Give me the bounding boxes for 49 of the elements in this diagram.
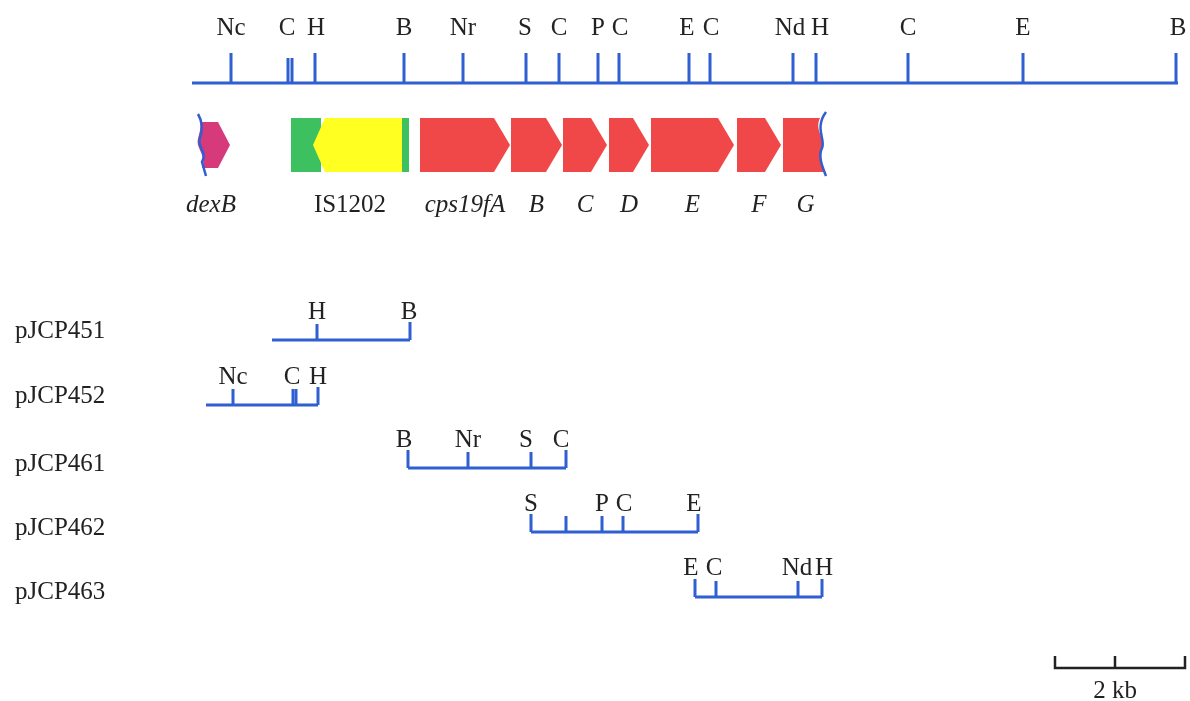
site-label: C <box>283 363 301 389</box>
site-label: B <box>400 298 418 324</box>
site-label: S <box>524 490 538 516</box>
gene-name: C <box>576 190 594 218</box>
gene-name: IS1202 <box>313 190 387 218</box>
site-label: S <box>519 426 533 452</box>
site-label: H <box>810 14 830 40</box>
site-label: Nc <box>216 14 246 40</box>
gene-name: G <box>796 190 815 218</box>
site-label: H <box>306 14 326 40</box>
site-label: C <box>615 490 633 516</box>
clone-name: pJCP463 <box>15 578 106 604</box>
scale-label: 2 kb <box>1093 677 1137 701</box>
site-label: S <box>518 14 532 40</box>
site-label: P <box>595 490 609 516</box>
site-label: C <box>899 14 917 40</box>
site-label: B <box>1169 14 1187 40</box>
site-label: H <box>307 298 327 324</box>
gene-name: D <box>619 190 639 218</box>
clone-name: pJCP452 <box>15 382 106 408</box>
site-label: E <box>679 14 695 40</box>
gene-name: cps19fA <box>424 190 506 218</box>
gene-block <box>420 118 510 218</box>
site-label: C <box>705 554 723 580</box>
site-label: E <box>683 554 699 580</box>
site-label: C <box>702 14 720 40</box>
site-label: Nd <box>781 554 813 580</box>
gene-name: F <box>751 190 767 218</box>
site-label: P <box>591 14 605 40</box>
gene-name: dexB <box>186 190 236 218</box>
site-label: C <box>552 426 570 452</box>
site-label: Nc <box>218 363 248 389</box>
gene-name: E <box>684 190 701 218</box>
site-label: E <box>686 490 702 516</box>
site-label: H <box>814 554 834 580</box>
site-label: Nr <box>454 426 482 452</box>
site-label: C <box>550 14 568 40</box>
clone-name: pJCP462 <box>15 514 106 540</box>
site-label: Nr <box>449 14 477 40</box>
site-label: Nd <box>774 14 806 40</box>
site-label: C <box>611 14 629 40</box>
clone-name: pJCP461 <box>15 450 106 476</box>
site-label: E <box>1015 14 1031 40</box>
site-label: B <box>395 14 413 40</box>
site-label: H <box>308 363 328 389</box>
site-label: C <box>278 14 296 40</box>
site-label: B <box>395 426 413 452</box>
clone-name: pJCP451 <box>15 317 106 343</box>
gene-name: B <box>528 190 545 218</box>
